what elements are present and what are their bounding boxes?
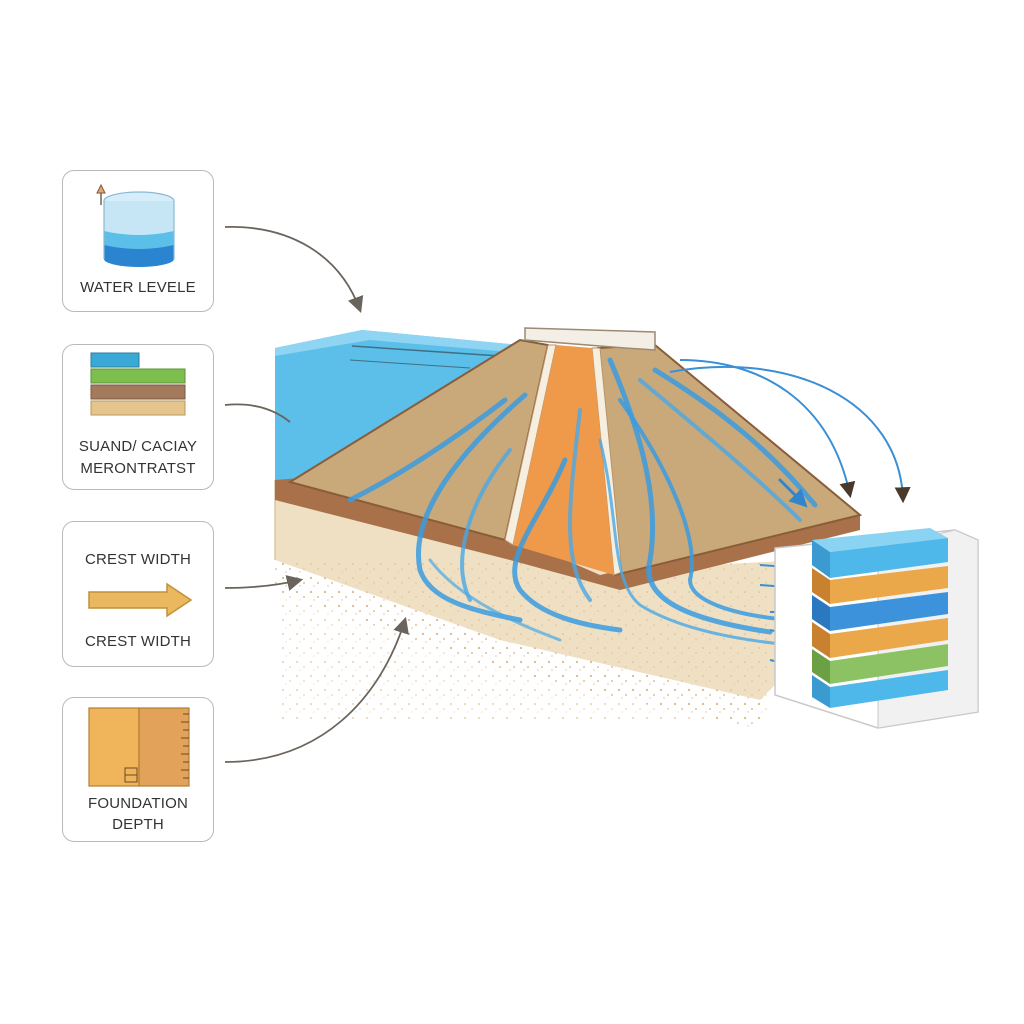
arrow-foundation-depth bbox=[224, 616, 409, 763]
right-arrow-icon bbox=[88, 582, 193, 618]
depth-gauge-icon bbox=[88, 707, 190, 787]
result-layer-1 bbox=[812, 528, 948, 578]
foundation-depth-label-line1: FOUNDATION bbox=[87, 795, 189, 812]
result-layer-4 bbox=[812, 618, 948, 658]
result-layer-2 bbox=[812, 566, 948, 604]
soil-layers-icon bbox=[90, 352, 186, 416]
result-layer-6 bbox=[812, 670, 948, 708]
foundation-depth-label-line2: DEPTH bbox=[112, 816, 164, 833]
connector-arrows bbox=[224, 226, 409, 763]
layered-block-icon bbox=[774, 528, 979, 729]
sand-clay-label-line1: SUAND/ CACIAY bbox=[78, 438, 198, 455]
foundation-layer bbox=[274, 480, 800, 730]
card-foundation-depth[interactable]: FOUNDATION DEPTH bbox=[62, 697, 214, 842]
seepage-lines bbox=[347, 357, 818, 647]
dam-embankment bbox=[275, 327, 863, 590]
arrow-sand-clay bbox=[224, 403, 291, 423]
arrow-water-level bbox=[224, 226, 364, 314]
water-tank-icon bbox=[96, 183, 175, 267]
card-water-level[interactable]: WATER LEVELE bbox=[62, 170, 214, 312]
sand-clay-label-line2: MERONTRATST bbox=[80, 460, 196, 477]
card-crest-width[interactable]: CREST WIDTH CREST WIDTH bbox=[62, 521, 214, 667]
arrow-crest-width bbox=[224, 575, 304, 591]
crest-width-label-bottom: CREST WIDTH bbox=[84, 633, 192, 650]
card-sand-clay[interactable]: SUAND/ CACIAY MERONTRATST bbox=[62, 344, 214, 490]
result-layer-3 bbox=[812, 592, 948, 631]
result-layer-5 bbox=[812, 644, 948, 684]
reservoir-water bbox=[275, 330, 520, 480]
water-level-label: WATER LEVELE bbox=[80, 279, 196, 296]
crest-width-label-top: CREST WIDTH bbox=[84, 551, 192, 568]
